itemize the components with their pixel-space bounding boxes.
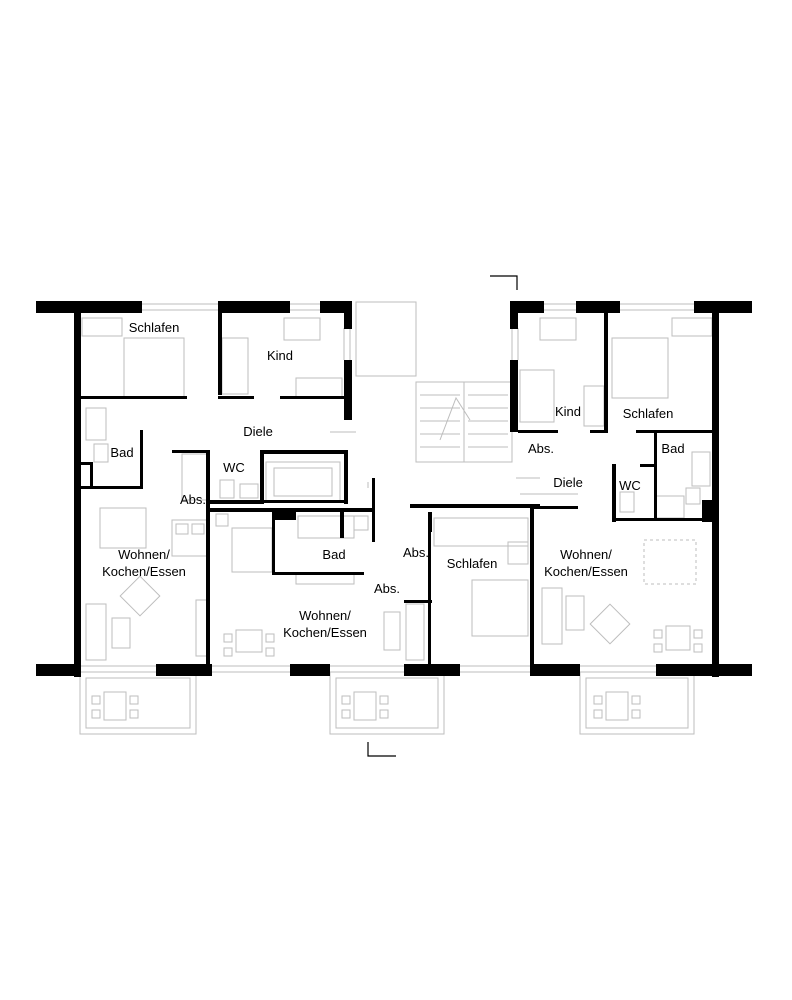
walls <box>36 301 752 677</box>
room-label-wohnen-middle: Wohnen/Kochen/Essen <box>283 608 367 640</box>
room-label-abs-middle-lower: Abs. <box>374 581 400 596</box>
balconies <box>79 671 695 735</box>
room-label-abs-left: Abs. <box>180 492 206 507</box>
room-labels: Schlafen Kind Diele Bad WC Abs. Wohnen/K… <box>102 320 684 640</box>
room-label-bad-middle: Bad <box>322 547 345 562</box>
room-label-wohnen-right: Wohnen/Kochen/Essen <box>544 547 628 579</box>
room-label-bad-right: Bad <box>661 441 684 456</box>
room-label-diele-left: Diele <box>243 424 273 439</box>
room-label-abs-middle-upper: Abs. <box>403 545 429 560</box>
room-label-diele-right: Diele <box>553 475 583 490</box>
room-label-kind-right: Kind <box>555 404 581 419</box>
section-markers <box>367 275 518 757</box>
room-label-wohnen-left: Wohnen/Kochen/Essen <box>102 547 186 579</box>
room-label-schlafen-middle: Schlafen <box>447 556 498 571</box>
room-label-bad-left: Bad <box>110 445 133 460</box>
room-label-wc-left: WC <box>223 460 245 475</box>
room-label-kind-left: Kind <box>267 348 293 363</box>
windows <box>80 303 694 673</box>
stair-core <box>355 301 513 463</box>
furniture <box>81 317 713 661</box>
room-label-abs-right: Abs. <box>528 441 554 456</box>
room-label-schlafen-right: Schlafen <box>623 406 674 421</box>
room-label-schlafen-left: Schlafen <box>129 320 180 335</box>
room-label-wc-right: WC <box>619 478 641 493</box>
